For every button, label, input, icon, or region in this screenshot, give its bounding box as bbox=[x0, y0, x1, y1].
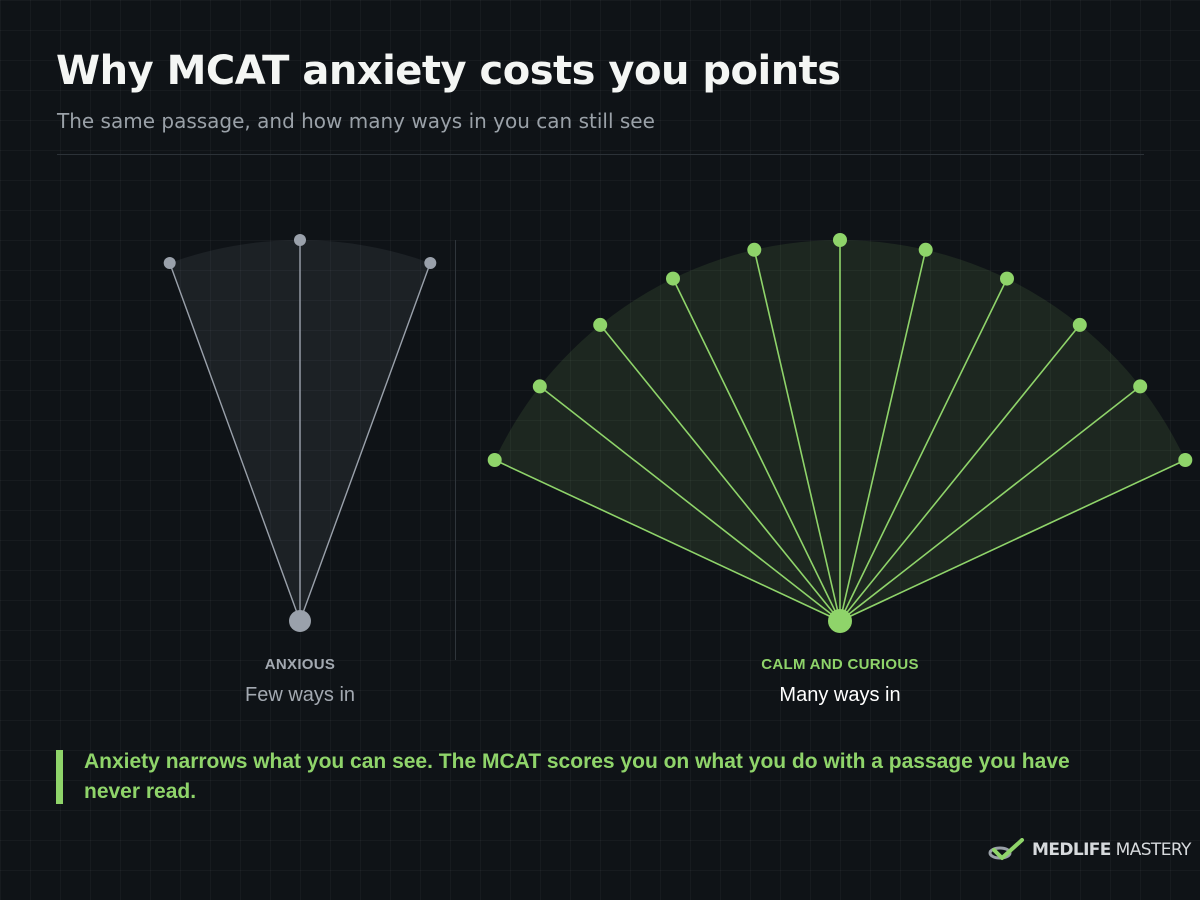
brand-name: MEDLIFE MASTERY bbox=[1032, 840, 1191, 860]
way-in-ray bbox=[839, 278, 1008, 622]
way-in-ray bbox=[672, 278, 841, 622]
passage-origin-dot bbox=[289, 610, 311, 632]
way-in-endpoint bbox=[666, 271, 680, 286]
anxious-caption: Few ways in bbox=[244, 684, 356, 706]
way-in-endpoint bbox=[593, 317, 608, 332]
passage-origin-dot bbox=[828, 609, 852, 633]
calm-caption: Many ways in bbox=[779, 684, 901, 706]
way-in-ray bbox=[169, 262, 301, 622]
way-in-endpoint bbox=[532, 379, 547, 394]
way-in-endpoint bbox=[294, 234, 306, 246]
way-in-ray bbox=[839, 385, 1141, 622]
brand-logo: MEDLIFE MASTERY bbox=[988, 838, 1191, 862]
way-in-endpoint bbox=[833, 233, 847, 247]
way-in-ray bbox=[299, 262, 431, 622]
header-divider bbox=[57, 154, 1144, 155]
way-in-ray bbox=[839, 459, 1186, 622]
anxious-label: ANXIOUS bbox=[264, 656, 336, 673]
way-in-ray bbox=[599, 324, 841, 622]
brand-name-bold: MEDLIFE bbox=[1032, 840, 1111, 860]
way-in-ray bbox=[539, 385, 841, 622]
check-mark-logo-icon bbox=[988, 838, 1024, 860]
callout-text: Anxiety narrows what you can see. The MC… bbox=[84, 750, 1070, 803]
anxious-fan bbox=[163, 234, 437, 632]
way-in-endpoint bbox=[424, 257, 437, 269]
callout-accent-bar bbox=[56, 750, 63, 804]
brand-name-light: MASTERY bbox=[1115, 840, 1192, 860]
way-in-endpoint bbox=[1000, 271, 1014, 286]
way-in-endpoint bbox=[1072, 317, 1087, 332]
way-in-endpoint bbox=[918, 242, 933, 257]
calm-fan bbox=[487, 233, 1193, 633]
way-in-endpoint bbox=[163, 257, 176, 269]
page-title: Why MCAT anxiety costs you points bbox=[56, 48, 841, 94]
way-in-endpoint bbox=[487, 453, 502, 467]
way-in-endpoint bbox=[1178, 453, 1193, 467]
page-subtitle: The same passage, and how many ways in y… bbox=[57, 109, 655, 133]
way-in-ray bbox=[839, 324, 1081, 622]
calm-label: CALM AND CURIOUS bbox=[761, 656, 919, 673]
panel-divider bbox=[455, 240, 456, 660]
way-in-ray bbox=[839, 249, 927, 622]
way-in-endpoint bbox=[1133, 379, 1148, 394]
way-in-ray bbox=[753, 249, 841, 622]
way-in-endpoint bbox=[747, 242, 762, 257]
way-in-ray bbox=[494, 459, 841, 622]
